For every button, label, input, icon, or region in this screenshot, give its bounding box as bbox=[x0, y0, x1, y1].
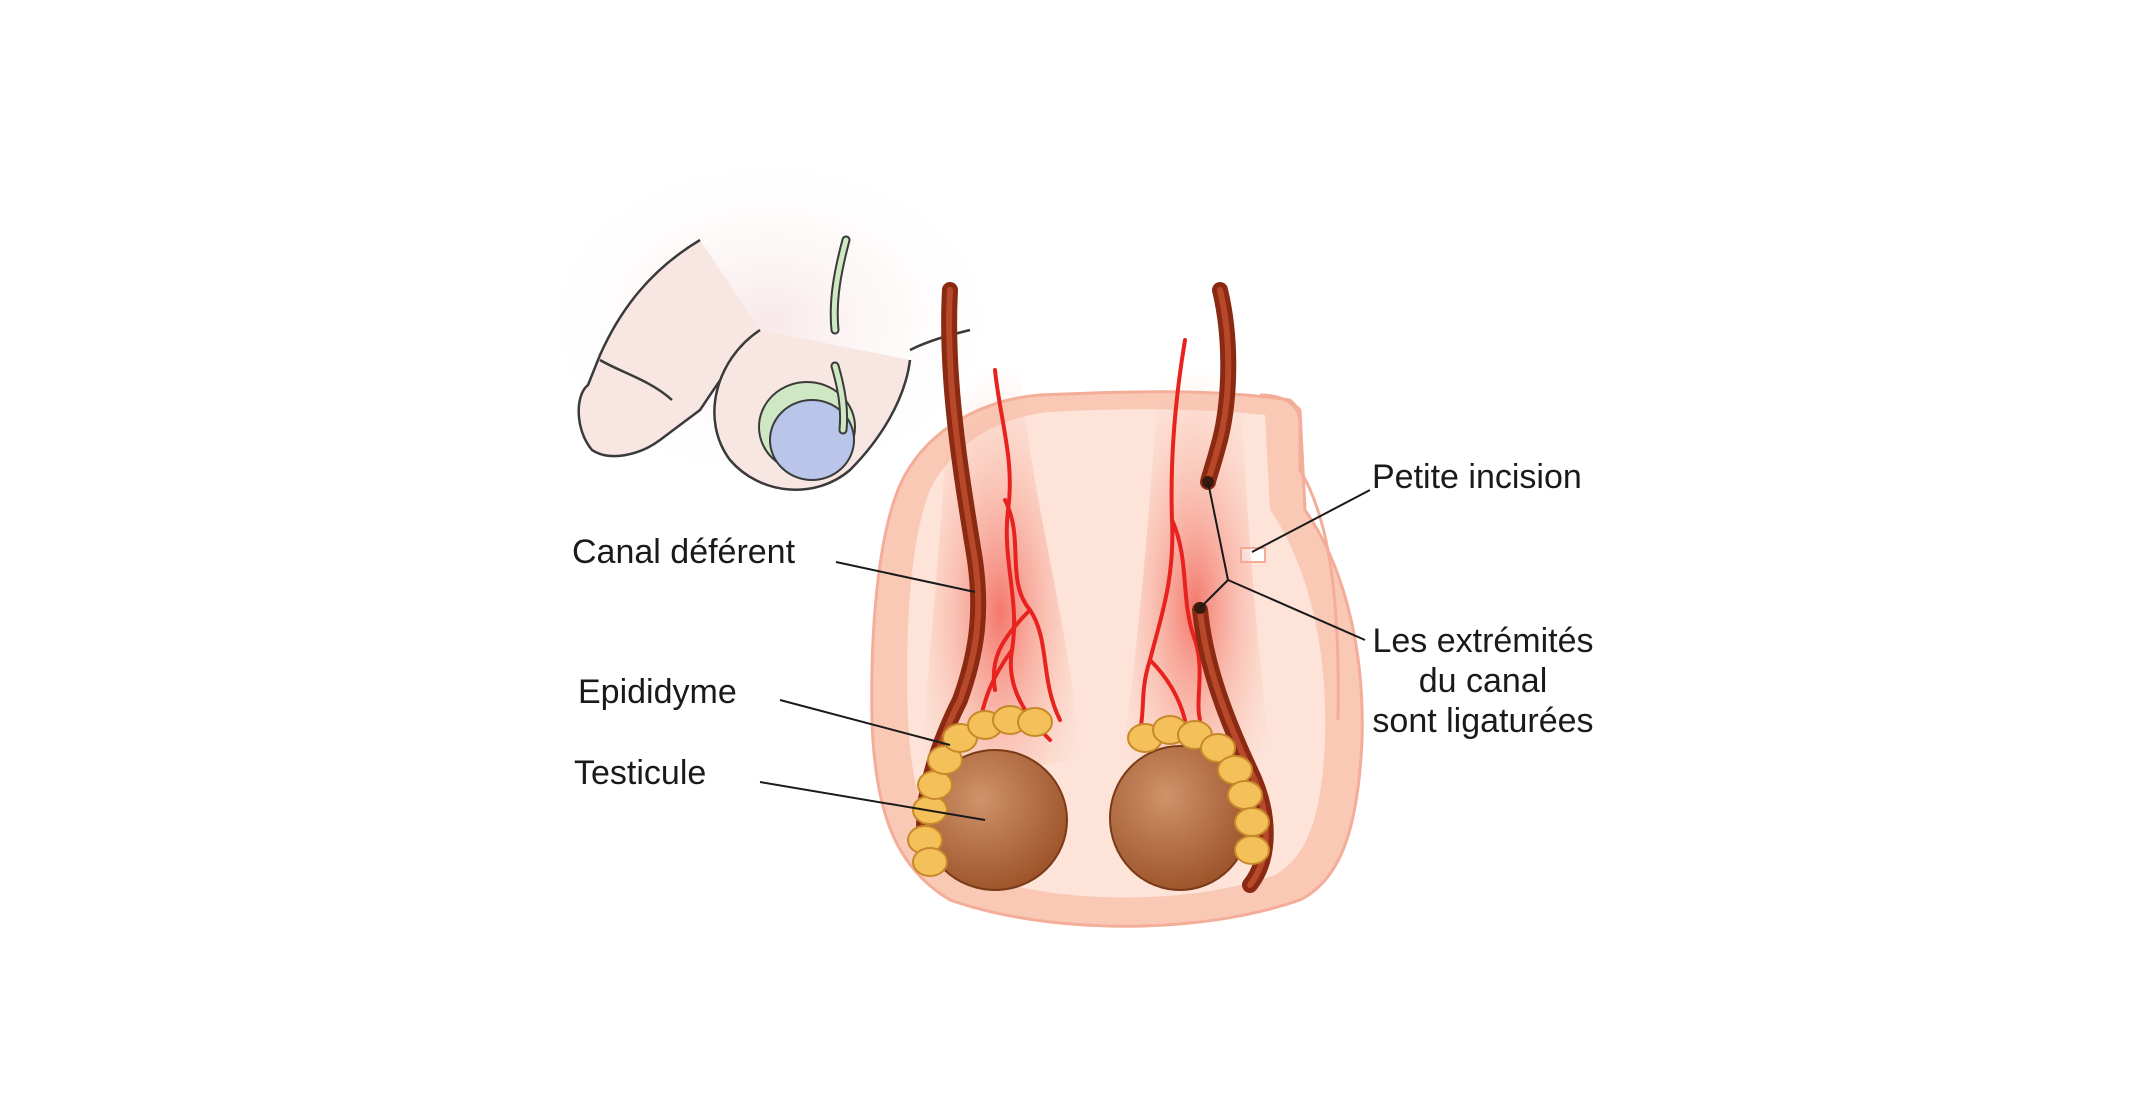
label-canal-deferent: Canal déférent bbox=[572, 533, 796, 571]
label-epididyme: Epididyme bbox=[578, 673, 737, 711]
inset-testis bbox=[769, 399, 855, 481]
leader-extremites-lower bbox=[1199, 579, 1229, 609]
scrotum-rim bbox=[1259, 393, 1340, 721]
inset-vas-upper-fill bbox=[831, 237, 849, 333]
leader-canal-deferent bbox=[835, 561, 976, 593]
inset-thigh-line bbox=[909, 328, 971, 352]
leader-petite-incision bbox=[1251, 489, 1371, 553]
inset-glans-line bbox=[599, 358, 673, 401]
leader-extremites-upper bbox=[1207, 481, 1229, 581]
leader-epididyme bbox=[779, 699, 951, 746]
leader-extremites-main bbox=[1227, 579, 1366, 641]
label-testicule: Testicule bbox=[574, 754, 706, 792]
label-extremites-line1: Les extrémités bbox=[1372, 622, 1593, 660]
label-extremites-line2: du canal bbox=[1419, 662, 1548, 700]
right-vas-upper-highlight bbox=[1205, 287, 1232, 485]
right-blood-vessels bbox=[1138, 338, 1202, 732]
leader-lines bbox=[759, 481, 1371, 821]
inset-vas-lower-fill bbox=[832, 363, 847, 433]
inset-illustration bbox=[560, 170, 980, 491]
leader-testicule bbox=[759, 781, 986, 821]
label-extremites-line3: sont ligaturées bbox=[1372, 702, 1593, 740]
scrotum-section bbox=[870, 282, 1364, 928]
label-petite-incision: Petite incision bbox=[1372, 458, 1582, 496]
